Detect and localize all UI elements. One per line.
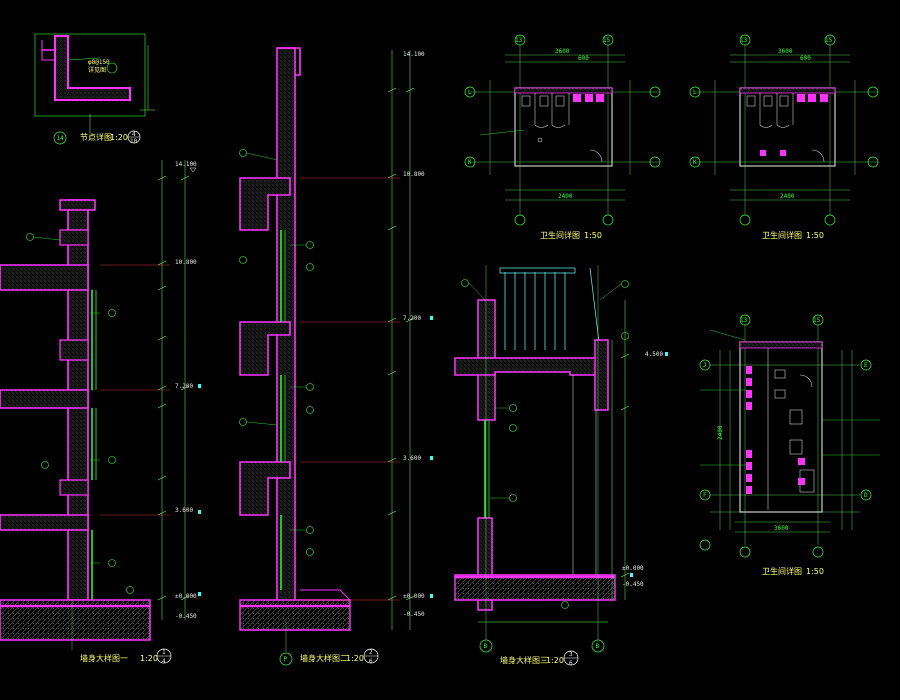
toilet-2-dim-1: 2400 — [780, 193, 795, 200]
toilet-3-axis-top-1: 15 — [813, 317, 821, 324]
s1-elev-4: ±0.000 — [175, 593, 197, 600]
section-2-ref-sheet: 6 — [369, 658, 373, 665]
toilet-2-axis-top-0: 13 — [740, 37, 748, 44]
toilet-2-dim-0: 3600 — [778, 48, 793, 55]
section-1-elevations: 14.100 10.800 7.200 3.600 ±0.000 -0.450 — [175, 161, 197, 620]
toilet-3-title: 卫生间详图 — [762, 566, 802, 576]
toilet-3-axis-side-2: E — [864, 362, 868, 369]
section-3-axis-right: B — [596, 643, 600, 650]
toilet-1-title: 卫生间详图 — [540, 230, 580, 240]
axis-bubble-icon — [464, 34, 661, 226]
toilet-3-dim-1: 2400 — [717, 425, 724, 440]
toilet-3-axis-side-1: F — [703, 492, 707, 499]
toilet-1-scale: 1:50 — [584, 231, 602, 240]
s2-elev-5: -0.450 — [403, 611, 425, 618]
section-3-axis-left: B — [484, 643, 488, 650]
toilet-3-dim-0: 3600 — [774, 525, 789, 532]
detail-top-ref-sheet: 10 — [130, 138, 138, 145]
s1-elev-3: 3.600 — [175, 507, 193, 514]
section-2-axis: P — [284, 656, 288, 663]
section-3-title: 墙身大样图三 — [500, 655, 548, 665]
toilet-3-scale: 1:50 — [806, 567, 824, 576]
detail-top-ref-num: 4 — [132, 131, 136, 138]
section-3-elevations: 4.500 ±0.000 -0.450 — [622, 351, 663, 588]
axis-bubble-icon: B — [591, 639, 605, 653]
toilet-1-dim-0: 3600 — [555, 48, 570, 55]
wall-section-2: 14.100 10.800 7.200 3.600 ±0.000 -0.450 … — [239, 47, 433, 666]
toilet-3-axis-top-0: 13 — [740, 317, 748, 324]
detail-top: φ8@150 详见图 14 节点详图 1:20 4 10 — [34, 33, 155, 145]
wall-section-1: 14.100 10.800 7.200 3.600 ±0.000 -0.450 … — [0, 160, 201, 665]
section-3-ref-num: 3 — [569, 651, 573, 658]
toilet-1-axis-side-0: L — [468, 89, 472, 96]
s2-elev-2: 7.200 — [403, 315, 421, 322]
section-1-scale: 1:20 — [140, 654, 158, 663]
s2-elev-3: 3.600 — [403, 455, 421, 462]
section-cut-icon: 1 4 — [156, 648, 172, 665]
axis-bubble-icon: 14 — [53, 131, 67, 145]
s3-elev-0: 4.500 — [645, 351, 663, 358]
toilet-2-dim-2: 600 — [800, 55, 811, 62]
toilet-2-scale: 1:50 — [806, 231, 824, 240]
section-2-elevations: 14.100 10.800 7.200 3.600 ±0.000 -0.450 — [403, 51, 425, 618]
toilet-1-dim-1: 2400 — [558, 193, 573, 200]
detail-top-scale: 1:20 — [110, 133, 128, 142]
section-2-title: 墙身大样图二 — [300, 653, 348, 663]
section-2-ref-num: 2 — [369, 649, 373, 656]
toilet-2-title: 卫生间详图 — [762, 230, 802, 240]
toilet-3-axis-side-3: D — [864, 492, 868, 499]
detail-top-axis: 14 — [57, 135, 65, 142]
s1-elev-0: 14.100 — [175, 161, 197, 168]
section-cut-icon: 2 6 — [363, 648, 379, 665]
axis-bubble-icon: P — [279, 620, 293, 666]
toilet-3-axis-side-0: J — [703, 362, 707, 369]
section-cut-icon: 3 6 — [563, 650, 579, 667]
toilet-1-axis-side-1: K — [468, 159, 472, 166]
axis-bubble-icon — [689, 34, 879, 226]
detail-top-note2: 详见图 — [88, 66, 106, 74]
section-cut-icon: 4 10 — [127, 130, 141, 145]
toilet-1-axis-top-1: 15 — [603, 37, 611, 44]
section-1-ref-sheet: 4 — [162, 658, 166, 665]
s2-elev-4: ±0.000 — [403, 593, 425, 600]
toilet-2-axis-top-1: 15 — [825, 37, 833, 44]
toilet-plan-3: 13 15 J F E D 3600 2400 卫生间详图 1:50 — [699, 314, 880, 576]
section-3-scale: 1:20 — [546, 656, 564, 665]
toilet-plan-1: 13 15 L K 3600 2400 600 卫生间详图 1:50 — [464, 34, 661, 240]
s1-elev-1: 10.800 — [175, 259, 197, 266]
s1-elev-5: -0.450 — [175, 613, 197, 620]
s3-elev-1: ±0.000 — [622, 565, 644, 572]
elevation-marker-icon — [189, 167, 197, 173]
s2-elev-0: 14.100 — [403, 51, 425, 58]
detail-top-note1: φ8@150 — [88, 59, 110, 66]
toilet-2-axis-side-0: L — [693, 89, 697, 96]
axis-bubble-icon — [699, 314, 872, 558]
s1-elev-2: 7.200 — [175, 383, 193, 390]
s2-elev-1: 10.800 — [403, 171, 425, 178]
axis-bubble-icon: B — [479, 639, 493, 653]
s3-elev-2: -0.450 — [622, 581, 644, 588]
toilet-plan-2: 13 15 L K 3600 2400 600 卫生间详图 1:50 — [689, 34, 879, 240]
section-1-title: 墙身大样图一 — [80, 653, 128, 663]
section-3-ref-sheet: 6 — [569, 660, 573, 667]
toilet-1-dim-2: 600 — [578, 55, 589, 62]
section-2-scale: 1:20 — [346, 654, 364, 663]
detail-top-title: 节点详图 — [80, 132, 112, 142]
toilet-1-axis-top-0: 13 — [515, 37, 523, 44]
section-1-ref-num: 1 — [162, 649, 166, 656]
toilet-2-axis-side-1: K — [693, 159, 697, 166]
wall-section-3: 4.500 ±0.000 -0.450 B B 墙身大样图三 1:20 — [454, 265, 668, 667]
